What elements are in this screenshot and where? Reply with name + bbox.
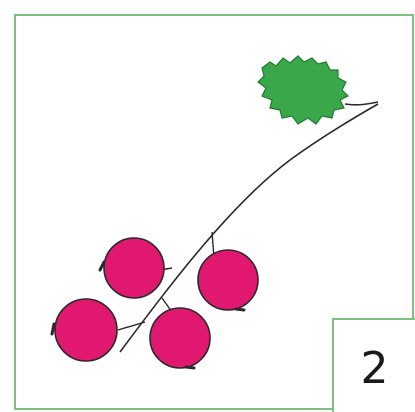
main-stem	[119, 103, 379, 353]
leaf-icon	[257, 55, 350, 125]
card-number-box: 2	[332, 318, 415, 412]
leaf-petiole	[344, 101, 379, 106]
berry-icon	[197, 249, 259, 312]
berry-icon	[98, 237, 165, 299]
berry-stem-3	[117, 321, 146, 331]
berry-icon	[149, 307, 211, 370]
card-number: 2	[360, 343, 389, 394]
berry-icon	[50, 298, 118, 362]
